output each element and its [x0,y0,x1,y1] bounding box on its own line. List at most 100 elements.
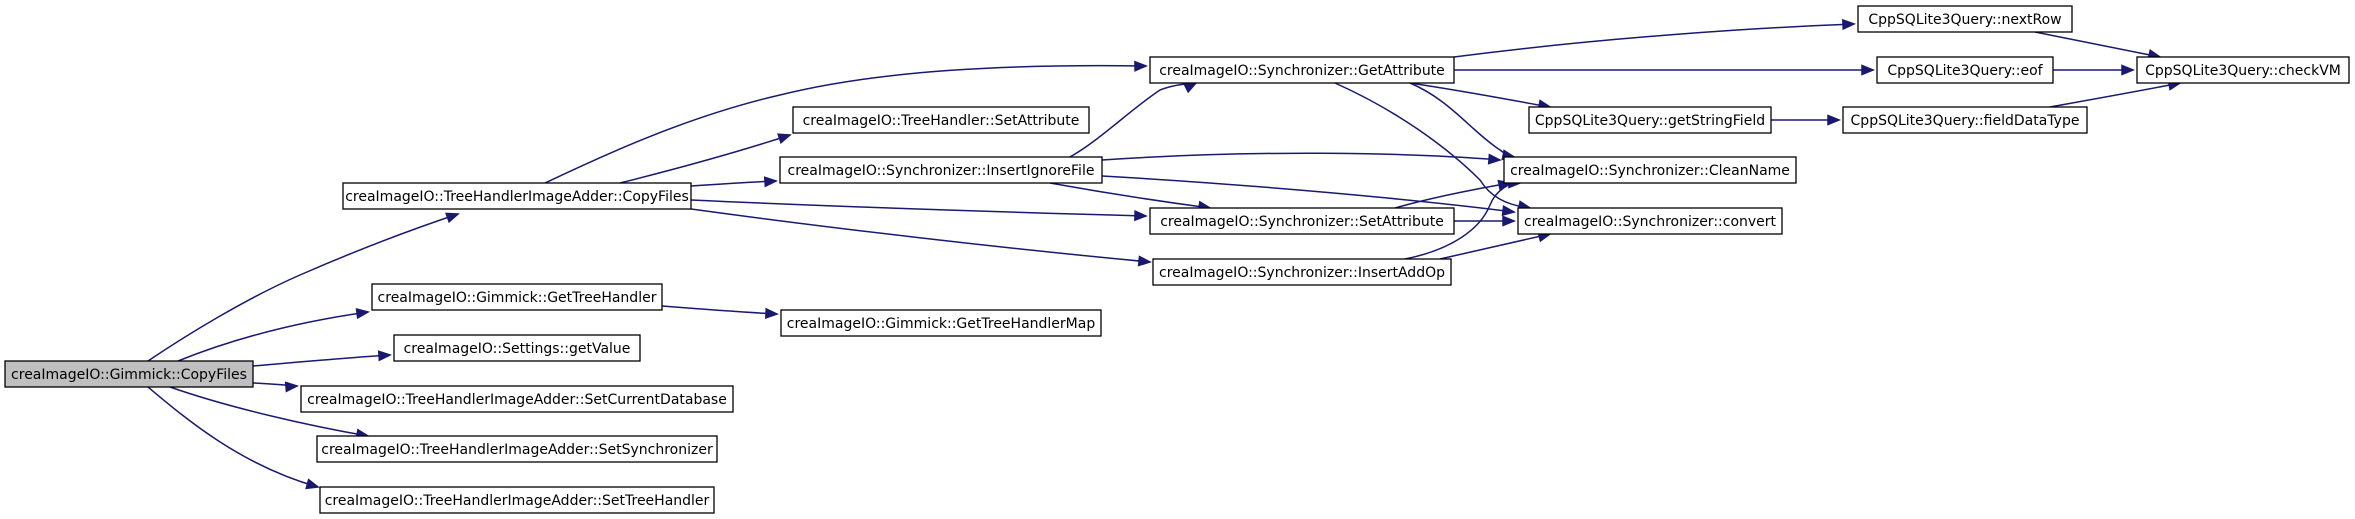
node-label: creaImageIO::Gimmick::CopyFiles [11,367,247,383]
edge-line [690,208,1151,263]
edge-root-copyfiles [147,212,460,362]
node-label: creaImageIO::Settings::getValue [404,341,631,357]
arrowhead [355,307,370,320]
edge-line [1394,182,1511,209]
edge-ignorefile-cleanname [1101,152,1502,165]
node-label: creaImageIO::Gimmick::GetTreeHandlerMap [787,316,1096,332]
edge-line [1409,82,1551,108]
edge-root-getvalue [252,350,392,367]
edge-getattr-getstringfield [1409,82,1552,111]
edge-line [1101,152,1501,161]
edge-line [1439,233,1551,260]
edge-line [252,354,391,367]
node-settreehandler[interactable]: creaImageIO::TreeHandlerImageAdder::SetT… [319,486,715,514]
edge-line [544,64,1147,184]
edge-line [619,134,791,184]
node-synchronizer-convert[interactable]: creaImageIO::Synchronizer::convert [1517,207,1783,235]
node-label: creaImageIO::TreeHandlerImageAdder::SetT… [325,493,710,509]
edge-line [147,386,319,488]
node-label: creaImageIO::Synchronizer::GetAttribute [1159,63,1445,79]
edge-root-setcurrentdb [252,381,299,393]
node-gimmick-gettreehandler[interactable]: creaImageIO::Gimmick::GetTreeHandler [371,283,663,311]
node-treehandler-setattribute[interactable]: creaImageIO::TreeHandler::SetAttribute [792,106,1090,134]
edge-ignorefile-syncset [1049,182,1212,212]
node-settings-getvalue[interactable]: creaImageIO::Settings::getValue [393,334,641,362]
arrowhead [1134,210,1148,222]
arrowhead [305,478,320,490]
edge-line [177,311,369,362]
node-label: CppSQLite3Query::eof [1887,63,2043,79]
node-label: creaImageIO::TreeHandler::SetAttribute [803,113,1080,129]
node-synchronizer-insertaddop[interactable]: creaImageIO::Synchronizer::InsertAddOp [1152,258,1452,286]
arrowhead [1861,64,1875,76]
edge-eof-checkvm [2053,64,2135,76]
arrowhead [1842,18,1856,31]
arrowhead [1487,153,1502,165]
edge-copyfiles-syncsetattr [690,199,1148,222]
edge-fdt-checkvm [2049,79,2182,108]
node-label: creaImageIO::Synchronizer::CleanName [1510,163,1790,179]
node-label: CppSQLite3Query::nextRow [1868,12,2061,28]
call-graph-edges [147,18,2182,490]
edge-line [2034,31,2161,58]
node-setcurrentdatabase[interactable]: creaImageIO::TreeHandlerImageAdder::SetC… [300,385,734,413]
node-synchronizer-insertignorefile[interactable]: creaImageIO::Synchronizer::InsertIgnoreF… [779,156,1103,184]
arrowhead [777,133,792,145]
node-label: creaImageIO::TreeHandlerImageAdder::SetC… [307,392,727,408]
node-synchronizer-cleanname[interactable]: creaImageIO::Synchronizer::CleanName [1503,156,1797,184]
edge-ignorefile-convert [1101,175,1516,217]
node-label: creaImageIO::Synchronizer::InsertIgnoreF… [788,163,1095,179]
edge-line [1453,23,1855,58]
edge-line [169,386,369,437]
edge-line [690,199,1147,217]
edge-getattr-cleanname [1409,82,1516,161]
node-label: CppSQLite3Query::getStringField [1535,113,1765,129]
node-label: creaImageIO::Synchronizer::InsertAddOp [1159,265,1445,281]
node-cppsqlite3query-eof[interactable]: CppSQLite3Query::eof [1876,56,2054,84]
edge-copyfiles-ignorefile [690,176,778,188]
node-treehandlerimageadder-copyfiles[interactable]: creaImageIO::TreeHandlerImageAdder::Copy… [342,182,692,210]
node-label: CppSQLite3Query::checkVM [2145,63,2341,79]
node-label: CppSQLite3Query::fieldDataType [1851,113,2080,129]
node-gimmick-gettreehandlermap[interactable]: creaImageIO::Gimmick::GetTreeHandlerMap [780,309,1102,337]
edge-line [1334,82,1531,209]
node-cppsqlite3query-fielddatatype[interactable]: CppSQLite3Query::fieldDataType [1842,106,2088,134]
edge-root-settreehandler [147,386,320,490]
arrowhead [764,307,779,320]
edge-insertaddop-convert [1439,231,1552,260]
node-label: creaImageIO::TreeHandlerImageAdder::Copy… [345,189,689,205]
arrowhead [1137,255,1152,267]
edge-line [1409,82,1515,158]
edge-line [1101,175,1515,213]
edge-syncset-convert [1454,215,1516,227]
node-cppsqlite3query-getstringfield[interactable]: CppSQLite3Query::getStringField [1528,106,1772,134]
edge-copyfiles-th_setattr [619,133,792,184]
node-setsynchronizer[interactable]: creaImageIO::TreeHandlerImageAdder::SetS… [316,435,718,463]
edge-getattr-eof [1454,64,1875,76]
edge-line [690,180,777,187]
node-cppsqlite3query-checkvm[interactable]: CppSQLite3Query::checkVM [2136,56,2350,84]
edge-line [661,305,778,315]
edge-copyfiles-insertaddop [690,208,1152,267]
node-synchronizer-setattribute[interactable]: creaImageIO::Synchronizer::SetAttribute [1149,207,1455,235]
node-gimmick-copyfiles[interactable]: creaImageIO::Gimmick::CopyFiles [4,360,254,388]
node-label: creaImageIO::TreeHandlerImageAdder::SetS… [321,442,713,458]
node-label: creaImageIO::Synchronizer::convert [1524,214,1777,230]
node-label: creaImageIO::Gimmick::GetTreeHandler [378,290,657,306]
edge-line [2049,82,2181,108]
edge-getstringfield-fdt [1771,114,1841,126]
node-cppsqlite3query-nextrow[interactable]: CppSQLite3Query::nextRow [1857,5,2073,33]
edge-gth-gthmap [661,305,779,320]
arrowhead [377,350,392,362]
node-label: creaImageIO::Synchronizer::SetAttribute [1160,214,1444,230]
arrowhead [445,212,460,224]
arrowhead [1501,205,1516,217]
edge-copyfiles-getattr [544,60,1148,184]
edge-line [1049,182,1211,209]
edge-line [147,213,459,362]
arrowhead [1182,82,1198,94]
edge-line [1069,82,1197,158]
edge-root-gettreehandler [177,307,370,362]
node-synchronizer-getattribute[interactable]: creaImageIO::Synchronizer::GetAttribute [1149,56,1455,84]
